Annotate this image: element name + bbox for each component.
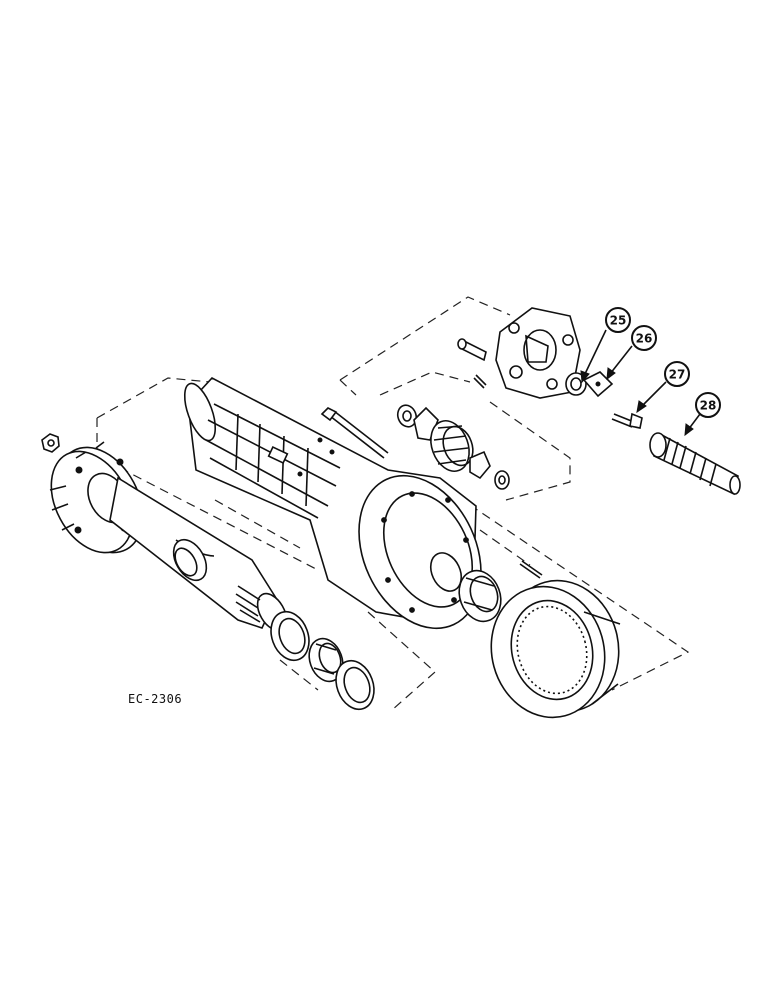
wheel-nut [41,433,60,453]
dowel-pin [519,560,543,579]
planet-gear [430,420,474,472]
bearing-race [335,659,375,711]
callout-27-label: 27 [669,368,686,382]
axle-shaft-assembly [41,433,288,632]
planet-carrier [495,307,581,399]
long-bolt [320,407,389,459]
part-25-washer [565,372,587,396]
callout-28: 28 [684,392,721,437]
tapered-roller-bearing [308,637,344,683]
callout-27: 27 [636,361,690,414]
callout-28-label: 28 [700,399,717,413]
shaft-seal [172,538,208,582]
part-27-bolt [611,412,643,429]
callout-25: 25 [580,307,631,384]
thrust-washer [396,404,418,428]
bearing-cup [270,610,310,662]
small-washer [494,470,510,490]
roll-pin [473,374,487,389]
assembly-guide-lines [96,296,690,711]
callout-26-label: 26 [636,332,653,346]
callout-26: 26 [606,325,657,381]
bearing-cone [469,450,491,480]
hub-bearing [458,569,502,623]
figure-code: EC-2306 [128,692,182,706]
planet-pin [457,338,487,362]
part-26-lock-plate [582,371,614,398]
part-28-splined-shaft [649,432,741,496]
ring-gear [490,579,621,719]
axle-housing [183,377,482,630]
hub-flange [49,441,144,554]
callout-25-label: 25 [610,314,627,328]
